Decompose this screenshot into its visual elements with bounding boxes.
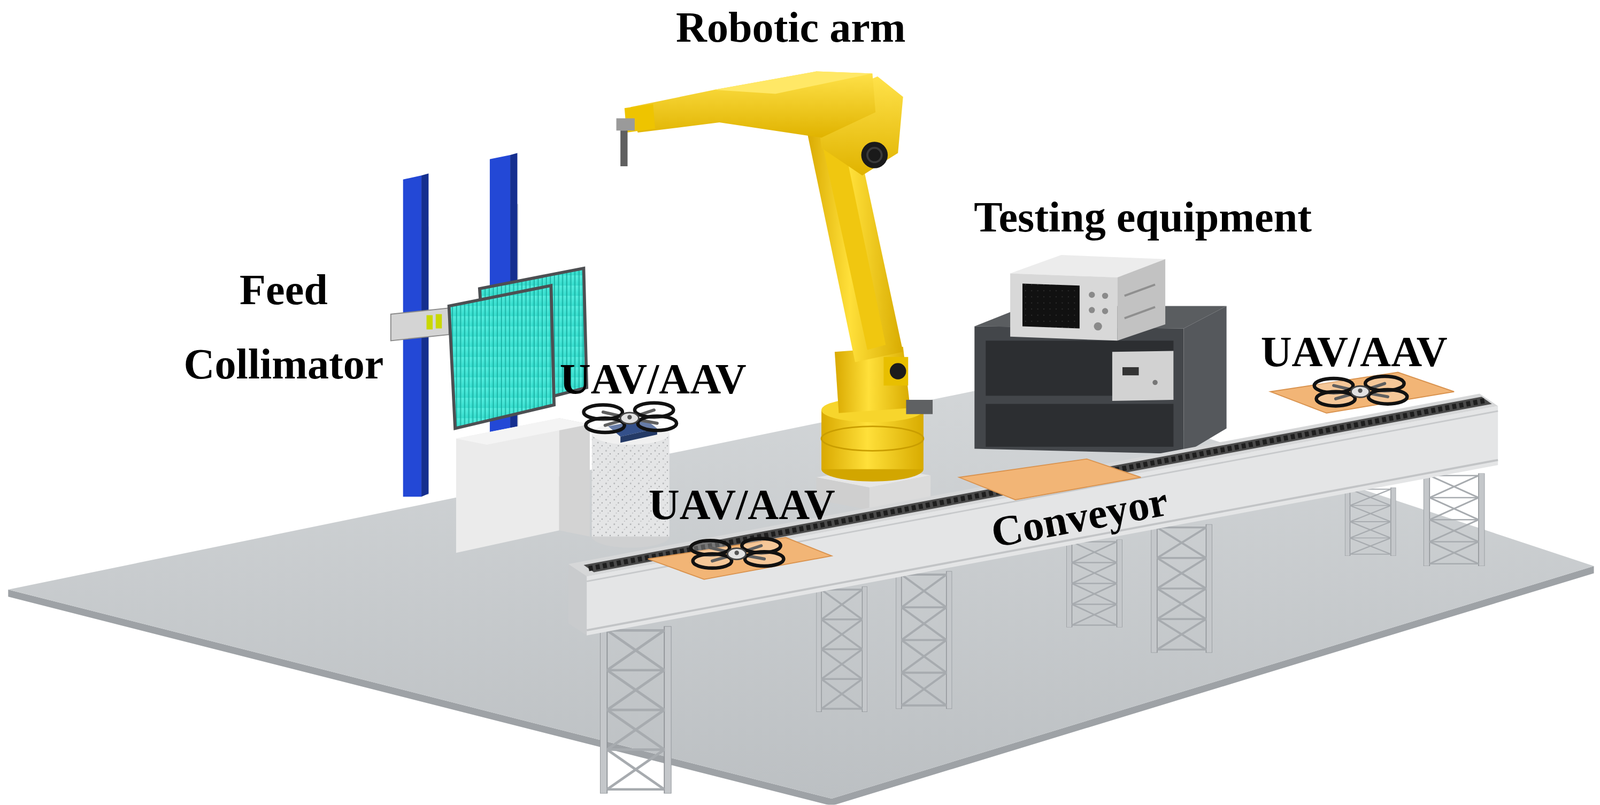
testing-equipment-part-part (1124, 306, 1156, 319)
conveyor-part (690, 539, 784, 569)
conveyor-part (1423, 473, 1485, 567)
conveyor-part (588, 400, 1487, 569)
robotic-arm-part (883, 357, 909, 386)
conveyor-part (1314, 376, 1408, 406)
floor-part (8, 379, 1594, 799)
part-label: UAV/AAV (1260, 326, 1448, 378)
testing-equipment-part (974, 326, 1184, 455)
feed-collimator-part (559, 418, 590, 537)
conveyor-part (600, 626, 672, 795)
testing-equipment-part (1117, 259, 1166, 342)
testing-equipment-part (1022, 283, 1080, 329)
conveyor-part (568, 564, 587, 636)
testing-equipment (974, 255, 1227, 455)
conveyor-part (1150, 524, 1212, 653)
testing-equipment-part (1088, 291, 1109, 332)
part-label: UAV/AAV (648, 479, 836, 531)
conveyor-part (1066, 539, 1123, 628)
testing-equipment-part-part (1088, 306, 1095, 313)
robotic-arm-part (620, 130, 628, 167)
robotic-arm-part (905, 400, 933, 415)
conveyor (568, 372, 1498, 794)
robotic-arm-part (889, 363, 907, 380)
robotic-arm-part (860, 141, 888, 169)
robotic-arm-part (616, 118, 635, 131)
conveyor-part (895, 571, 952, 710)
conveyor-part (1270, 372, 1455, 413)
uav-pedestal-part (583, 403, 677, 433)
testing-equipment-part-part (1102, 308, 1109, 314)
robotic-arm-part (867, 148, 882, 163)
robotic-arm-part (822, 139, 886, 351)
feed-collimator-part (390, 308, 450, 341)
part-label: Feed Collimator (173, 252, 394, 403)
conveyor-part (568, 394, 1498, 578)
floor (8, 379, 1594, 805)
conveyor-part (816, 586, 868, 713)
conveyor-part (586, 405, 1498, 636)
testing-equipment-part (1183, 305, 1227, 455)
testing-equipment-part-part (1102, 293, 1109, 299)
testing-equipment-part (1124, 284, 1156, 319)
part-label: Conveyor (987, 475, 1173, 559)
conveyor-part (648, 537, 832, 580)
testing-equipment-part (985, 404, 1174, 448)
feed-collimator (390, 152, 590, 553)
robotic-arm-part (821, 426, 924, 452)
feed-collimator-part (435, 314, 442, 329)
testing-equipment-part-part (1094, 322, 1103, 331)
feed-collimator-part (449, 285, 555, 429)
testing-equipment-part-part (1088, 291, 1095, 298)
robotic-arm-part (630, 71, 876, 138)
conveyor-part (586, 411, 1498, 582)
part-label: Testing equipment (973, 191, 1312, 243)
conveyor-part (583, 396, 1492, 573)
feed-collimator-part (426, 315, 433, 330)
testing-equipment-part-part (1124, 284, 1156, 296)
part-label: Robotic arm (675, 2, 906, 54)
conveyor-part (1344, 487, 1396, 557)
testing-equipment-part (1152, 380, 1158, 386)
testing-equipment-part (1112, 350, 1174, 401)
testing-equipment-part (1010, 273, 1118, 341)
part-label: UAV/AAV (559, 354, 747, 406)
testing-equipment-part (1122, 367, 1140, 376)
robotic-arm-part (714, 71, 873, 95)
